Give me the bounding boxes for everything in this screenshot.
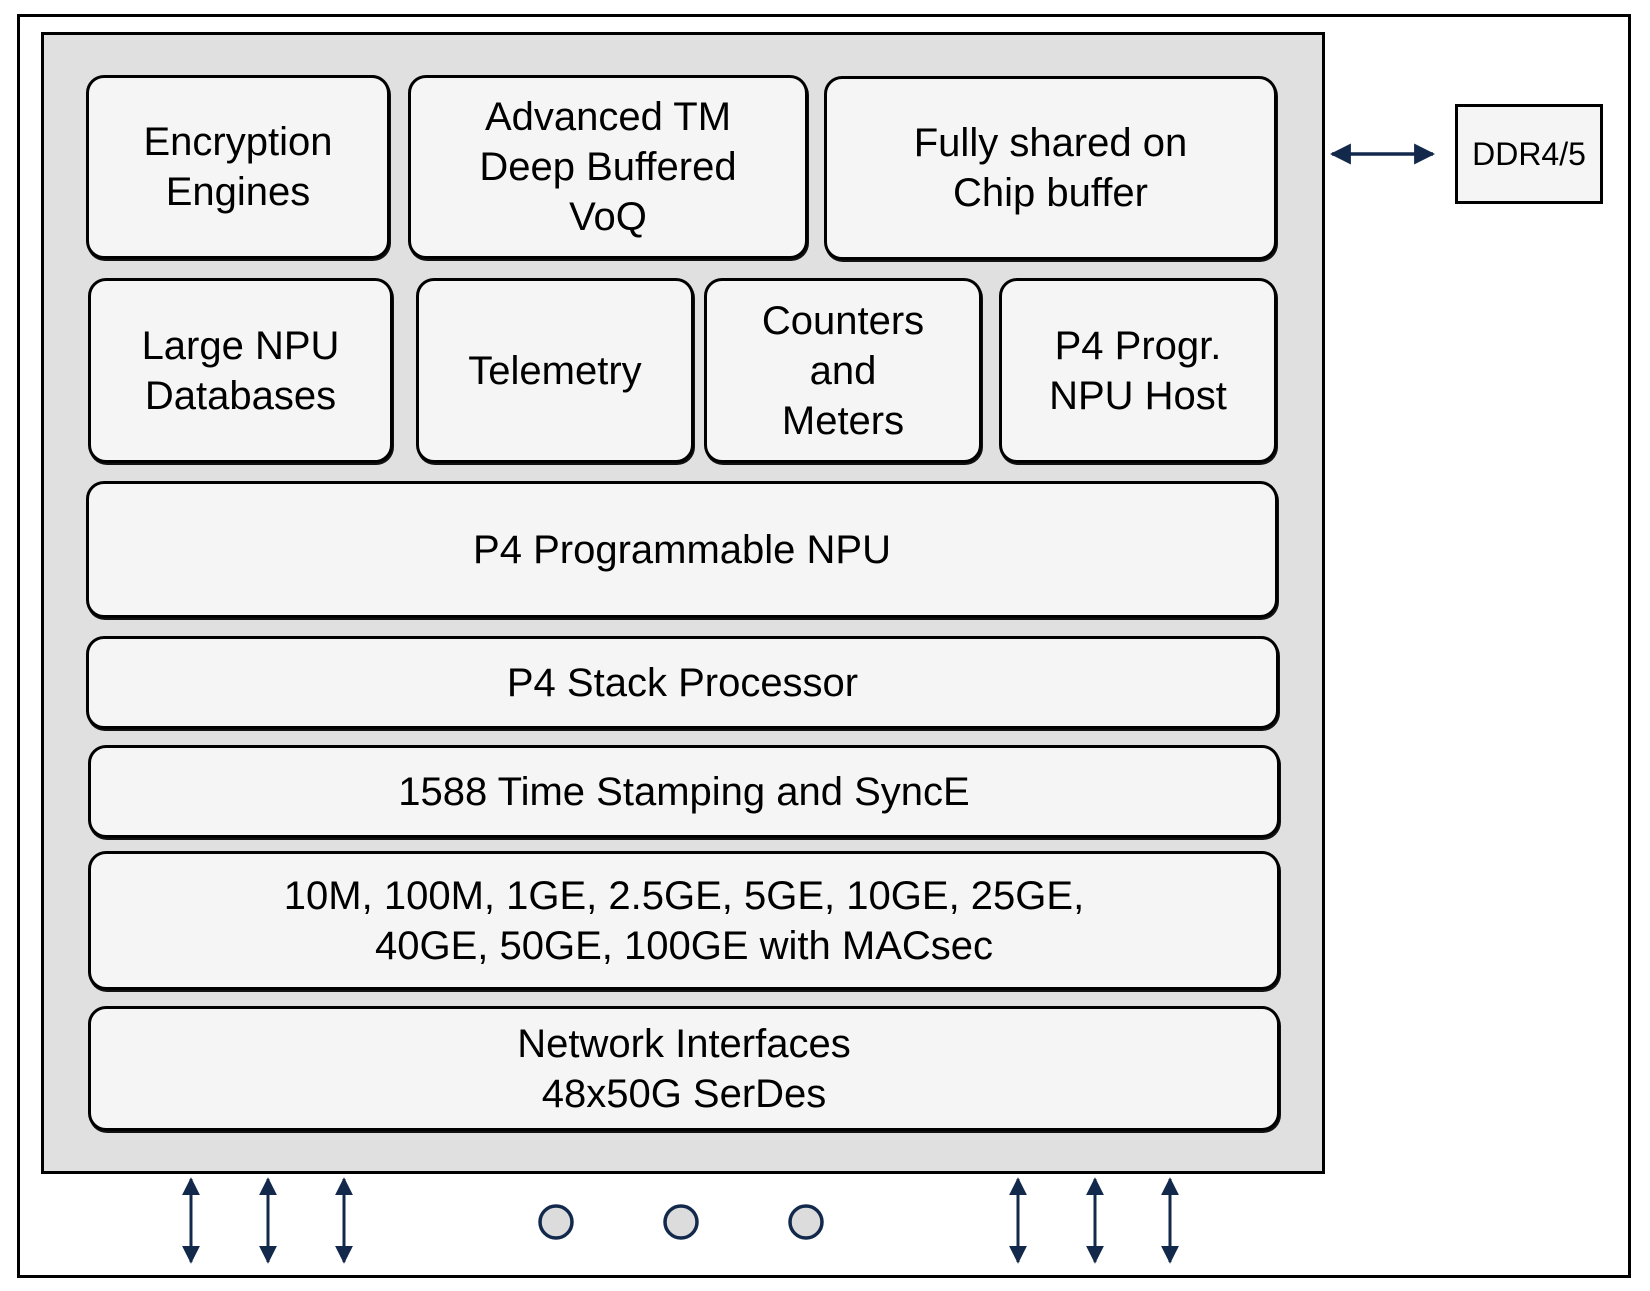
npu-host-block: P4 Progr. NPU Host	[999, 278, 1277, 463]
ellipsis-dot	[788, 1204, 824, 1240]
ellipsis-dot	[538, 1204, 574, 1240]
system-boundary	[17, 14, 1631, 1278]
advanced-tm-block: Advanced TM Deep Buffered VoQ	[408, 75, 808, 259]
mac-speeds-layer: 10M, 100M, 1GE, 2.5GE, 5GE, 10GE, 25GE, …	[88, 851, 1280, 990]
counters-meters-block: Counters and Meters	[704, 278, 982, 463]
network-interfaces-layer: Network Interfaces 48x50G SerDes	[88, 1006, 1280, 1131]
npu-databases-block: Large NPU Databases	[88, 278, 393, 463]
shared-buffer-block: Fully shared on Chip buffer	[824, 76, 1277, 260]
ddr-memory-block: DDR4/5	[1455, 104, 1603, 204]
timestamping-layer: 1588 Time Stamping and SyncE	[88, 745, 1280, 838]
ellipsis-dot	[663, 1204, 699, 1240]
p4-stack-layer: P4 Stack Processor	[86, 636, 1279, 729]
p4-npu-layer: P4 Programmable NPU	[86, 481, 1278, 618]
encryption-engines-block: Encryption Engines	[86, 75, 390, 259]
telemetry-block: Telemetry	[416, 278, 694, 463]
